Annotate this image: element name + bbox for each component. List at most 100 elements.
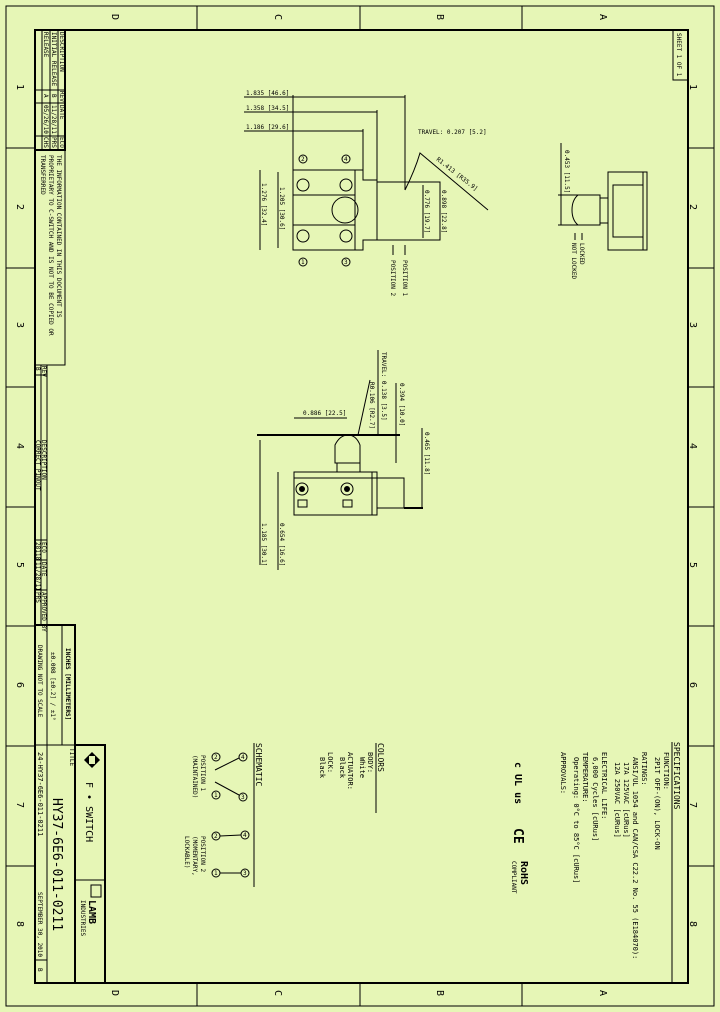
dimension: 0.886 [22.5] xyxy=(303,410,346,417)
colors: COLORS BODY: White ACTUATOR: Black LOCK:… xyxy=(318,743,385,813)
terminal-label: 2 xyxy=(301,156,305,163)
position-label: LOCKABLE) xyxy=(183,836,190,869)
rev-cell: A xyxy=(42,94,49,98)
lock-view: 0.453 [11.5] LOCKED NOT LOCKED xyxy=(558,143,648,280)
rev-cell: INITIAL RELEASE xyxy=(50,32,57,87)
drawing-number: 24-HY37-6E6-011-0211 xyxy=(36,752,44,836)
revision-table: DESCRIPTION REV DATE ECO INITIAL RELEASE… xyxy=(34,29,66,151)
terminal-label: 3 xyxy=(344,259,348,266)
terminal-label: 2 xyxy=(214,833,218,840)
terminal-label: 3 xyxy=(243,870,247,877)
spec-line: APPROVALS: xyxy=(559,752,567,794)
rev-header: DESCRIPTION xyxy=(58,32,65,72)
dimension: 0.898 [22.8] xyxy=(440,190,447,233)
row-label: 2 xyxy=(14,204,25,210)
position-label: POSITION 1 xyxy=(199,755,206,792)
terminal-label: 4 xyxy=(241,754,245,761)
rohs-compliant: COMPLIANT xyxy=(510,861,517,894)
spec-line: FUNCTION: xyxy=(662,752,670,790)
position-1-label: POSITION 1 xyxy=(401,260,408,297)
terminal-label: 1 xyxy=(214,870,218,877)
terminal-label: 4 xyxy=(243,832,247,839)
lamb-logo-icon xyxy=(90,884,102,898)
row-label: 4 xyxy=(14,443,25,449)
col-label: A xyxy=(597,14,608,20)
row-label: 3 xyxy=(687,322,698,328)
dimension: 1.276 [32.4] xyxy=(260,183,267,226)
row-label: 5 xyxy=(14,562,25,568)
terminal-label: 1 xyxy=(301,259,305,266)
travel-dimension: TRAVEL: 0.207 [5.2] xyxy=(418,129,487,136)
title-block: INCHES [MILLIMETERS] ±0.008 [±0.2] / ±1°… xyxy=(34,624,106,984)
col-label: B xyxy=(434,14,445,20)
row-label: 8 xyxy=(14,921,25,927)
rev-value: B xyxy=(34,367,41,371)
col-label: D xyxy=(109,990,120,996)
row-label: 1 xyxy=(687,84,698,90)
row-label: 5 xyxy=(687,562,698,568)
title-label: TITLE xyxy=(68,748,75,766)
position-label: POSITION 2 xyxy=(199,836,206,873)
spec-line: 17A 125VAC [cURus] xyxy=(622,762,630,838)
dimension: 0.776 [19.7] xyxy=(423,190,430,233)
color-label: ACTUATOR: xyxy=(346,752,354,790)
travel-dimension: TRAVEL: 0.138 [3.5] xyxy=(380,352,387,421)
column-labels: D C B A D C B A xyxy=(109,14,608,996)
drawing-date: SEPTEMBER 30, 2010 xyxy=(36,892,43,957)
color-label: BODY: xyxy=(366,752,374,773)
ce-mark-icon: CE xyxy=(510,828,525,844)
col-label: A xyxy=(597,990,608,996)
spec-line: 6,000 Cycles [cURus] xyxy=(591,757,599,841)
title-rev: B xyxy=(36,968,43,972)
note-box xyxy=(34,149,66,366)
rev-header: DATE xyxy=(58,105,65,120)
sheet-number: SHEET 1 OF 1 xyxy=(675,33,682,77)
desc-value: CORRECT PINOUT xyxy=(34,440,41,491)
col-label: D xyxy=(109,14,120,20)
row-label: 6 xyxy=(14,682,25,688)
brand-name: F • SWITCH xyxy=(83,782,94,842)
ul-mark-icon: c UL us xyxy=(512,762,523,804)
specs-title: SPECIFICATIONS xyxy=(672,742,681,810)
rev-cell: RELEASE xyxy=(42,32,49,58)
rev-header: ECO xyxy=(58,137,65,148)
row-label: 3 xyxy=(14,322,25,328)
rev-cell: 11/28/11 xyxy=(50,105,57,134)
spec-line: Operating: 0°C to 85°C [cURus] xyxy=(572,757,580,883)
col-label: C xyxy=(272,990,283,996)
colors-title: COLORS xyxy=(376,743,385,772)
rev-header: REV xyxy=(58,91,65,102)
rev-cell: 05/26/10 xyxy=(42,105,49,134)
row-label: 6 xyxy=(687,682,698,688)
position-label: (MOMENTARY, xyxy=(191,836,198,876)
company-name: LAMB xyxy=(86,900,97,924)
row-label: 1 xyxy=(14,84,25,90)
row-label: 4 xyxy=(687,443,698,449)
color-label: LOCK: xyxy=(326,752,334,773)
terminal-label: 2 xyxy=(214,754,218,761)
rev-cell: B xyxy=(50,94,57,98)
scale-note: DRAWING NOT TO SCALE xyxy=(36,645,43,718)
specifications: SPECIFICATIONS FUNCTION: 2P1T OFF-(ON), … xyxy=(510,742,681,982)
col-label: B xyxy=(434,990,445,996)
spec-line: ANSI/UL 1054 and CAN/CSA C22.2 No. 55 (E… xyxy=(631,757,639,959)
spec-line: ELECTRICAL LIFE: xyxy=(600,752,608,819)
eco-label: ECO xyxy=(40,542,47,553)
col-label: C xyxy=(272,14,283,20)
sheet-box xyxy=(672,29,689,81)
zone-ticks xyxy=(6,6,714,1006)
spec-line: 2P1T OFF-(ON), LOCK-ON xyxy=(653,757,661,850)
rev-label: REV xyxy=(40,366,47,377)
rev-cell: CHS xyxy=(42,137,49,148)
rohs-mark-icon: RoHS xyxy=(518,861,529,885)
dimension: 0.453 [11.5] xyxy=(563,150,570,193)
color-value: Black xyxy=(338,757,346,779)
dimension: 1.185 [30.1] xyxy=(260,523,267,566)
row-label: 7 xyxy=(14,802,25,808)
not-locked-label: NOT LOCKED xyxy=(570,243,577,280)
desc-label: DESCRIPTION xyxy=(40,440,47,480)
spec-line: TEMPERATURE: xyxy=(581,752,589,803)
terminal-label: 4 xyxy=(344,156,348,163)
locked-label: LOCKED xyxy=(578,243,585,265)
